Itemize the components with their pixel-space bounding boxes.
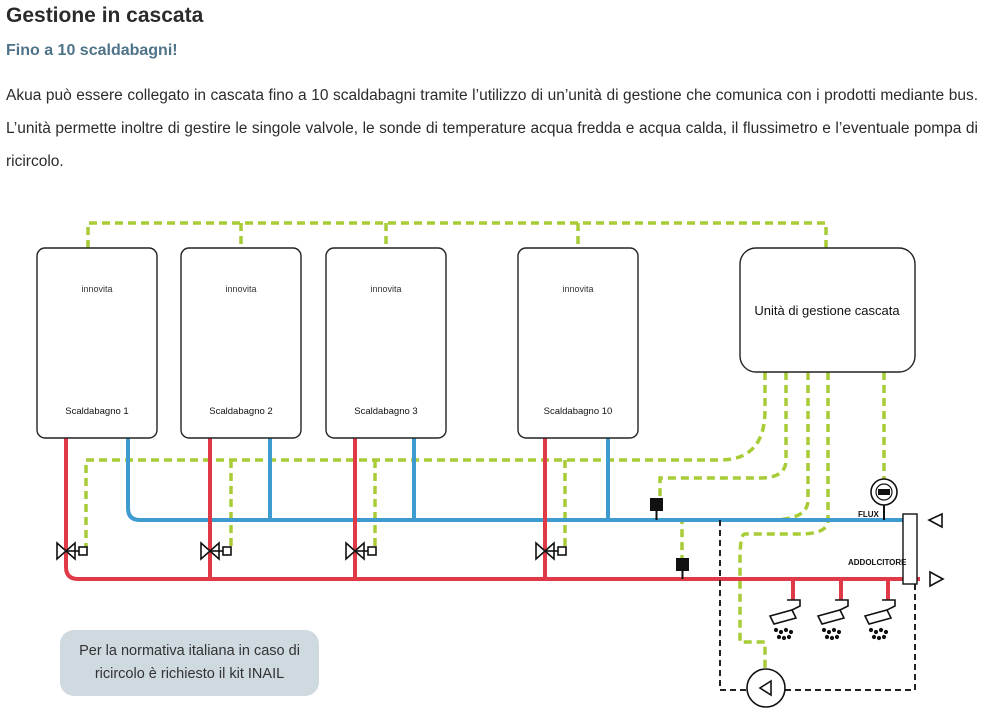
valve-10-icon: [535, 541, 567, 561]
heater-10: innovita Scaldabagno 10: [517, 247, 639, 439]
heater-10-brand: innovita: [562, 284, 593, 294]
heater-1: innovita Scaldabagno 1: [36, 247, 158, 439]
cold-inlet-arrow-icon: [927, 512, 943, 529]
hot-outlet-arrow-icon: [929, 570, 945, 588]
shower-2-icon: [816, 599, 849, 641]
flow-meter-icon: [870, 478, 898, 520]
valve-3-icon: [345, 541, 377, 561]
heater-3: innovita Scaldabagno 3: [325, 247, 447, 439]
softener-label: ADDOLCITORE: [848, 558, 907, 567]
heater-2: innovita Scaldabagno 2: [180, 247, 302, 439]
recirculation-pump-icon: [746, 668, 786, 708]
temperature-sensors: [650, 498, 689, 579]
valve-1-icon: [56, 541, 88, 561]
inail-note: Per la normativa italiana in caso di ric…: [60, 630, 319, 696]
heater-2-brand: innovita: [225, 284, 256, 294]
cold-sensor-icon: [650, 498, 663, 520]
hot-sensor-icon: [676, 558, 689, 579]
heater-10-label: Scaldabagno 10: [544, 406, 613, 417]
page-subtitle: Fino a 10 scaldabagni!: [6, 42, 178, 59]
heater-3-brand: innovita: [370, 284, 401, 294]
heater-3-label: Scaldabagno 3: [354, 406, 417, 417]
heater-1-label: Scaldabagno 1: [65, 406, 128, 417]
valve-2-icon: [200, 541, 232, 561]
shower-icons: [768, 599, 896, 641]
control-unit: Unità di gestione cascata: [739, 247, 916, 373]
softener-icon: [902, 513, 918, 585]
flux-label: FLUX: [858, 510, 880, 519]
heater-1-brand: innovita: [81, 284, 112, 294]
description-paragraph: Akua può essere collegato in cascata fin…: [6, 87, 978, 170]
shower-3-icon: [863, 599, 896, 641]
cold-water-pipes: [126, 438, 910, 522]
pipe-arrows: [927, 512, 945, 588]
heater-2-label: Scaldabagno 2: [209, 406, 272, 417]
control-unit-label: Unità di gestione cascata: [754, 303, 900, 318]
hot-water-pipes: [64, 438, 920, 600]
page-title: Gestione in cascata: [6, 4, 204, 27]
valve-icons: [56, 541, 567, 561]
shower-1-icon: [768, 599, 801, 641]
